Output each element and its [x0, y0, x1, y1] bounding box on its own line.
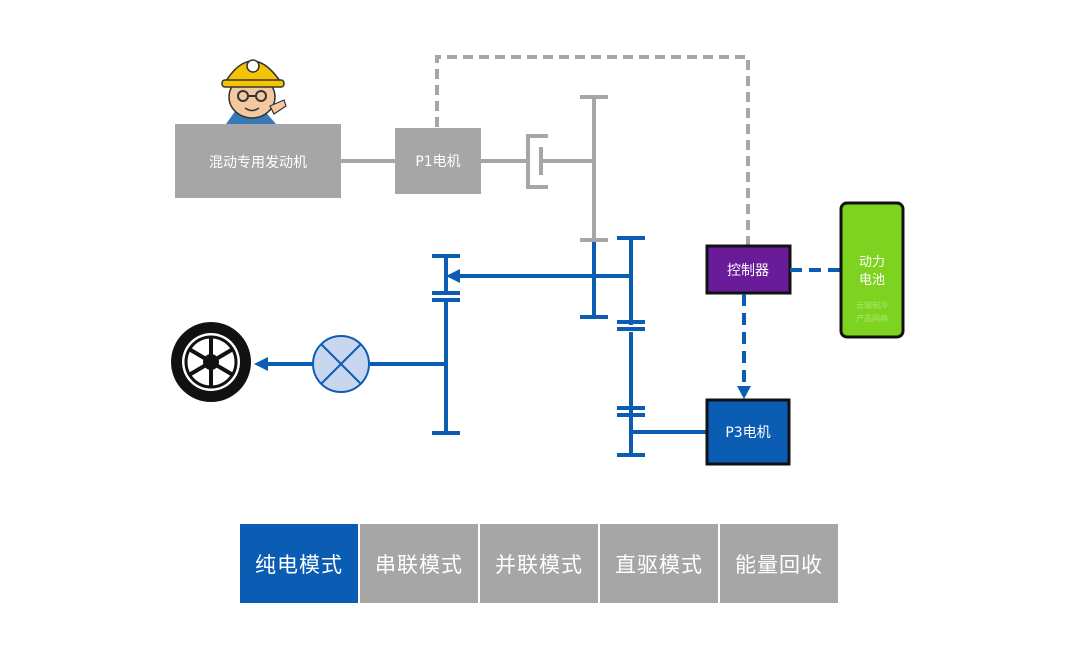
p1-controller-signal-line [435, 55, 750, 246]
battery-sub-line2: 产品网格 [856, 313, 888, 323]
p1-motor-box [395, 128, 481, 194]
controller-box [705, 244, 792, 295]
p3-motor-label: P3电机 [725, 425, 770, 441]
wheel-icon [171, 322, 251, 402]
p1-motor-label: P1电机 [415, 154, 460, 170]
mode-tab-parallel[interactable]: 并联模式 [480, 524, 598, 603]
controller-p3-arrow-head [737, 386, 751, 399]
mode-tab-ev[interactable]: 纯电模式 [240, 524, 358, 603]
battery-label-line2: 电池 [859, 273, 885, 288]
p3-motor-box [705, 398, 791, 466]
transfer-arrow-head [446, 269, 460, 283]
mode-tab-direct-drive[interactable]: 直驱模式 [600, 524, 718, 603]
clutch [526, 134, 594, 189]
axle-arrow-head [254, 357, 268, 371]
battery-sub-line1: 云端制冷 [856, 300, 888, 310]
battery-label-line1: 动力 [859, 255, 885, 270]
worker-mascot-icon [221, 59, 287, 124]
mode-tab-series[interactable]: 串联模式 [360, 524, 478, 603]
mode-tab-bar: 纯电模式 串联模式 并联模式 直驱模式 能量回收 [240, 524, 838, 603]
battery-box [839, 201, 905, 339]
engine-label: 混动专用发动机 [209, 155, 307, 171]
engine-box [175, 124, 341, 198]
controller-label: 控制器 [727, 263, 769, 279]
mode-tab-energy-recovery[interactable]: 能量回收 [720, 524, 838, 603]
differential-icon [312, 335, 370, 393]
